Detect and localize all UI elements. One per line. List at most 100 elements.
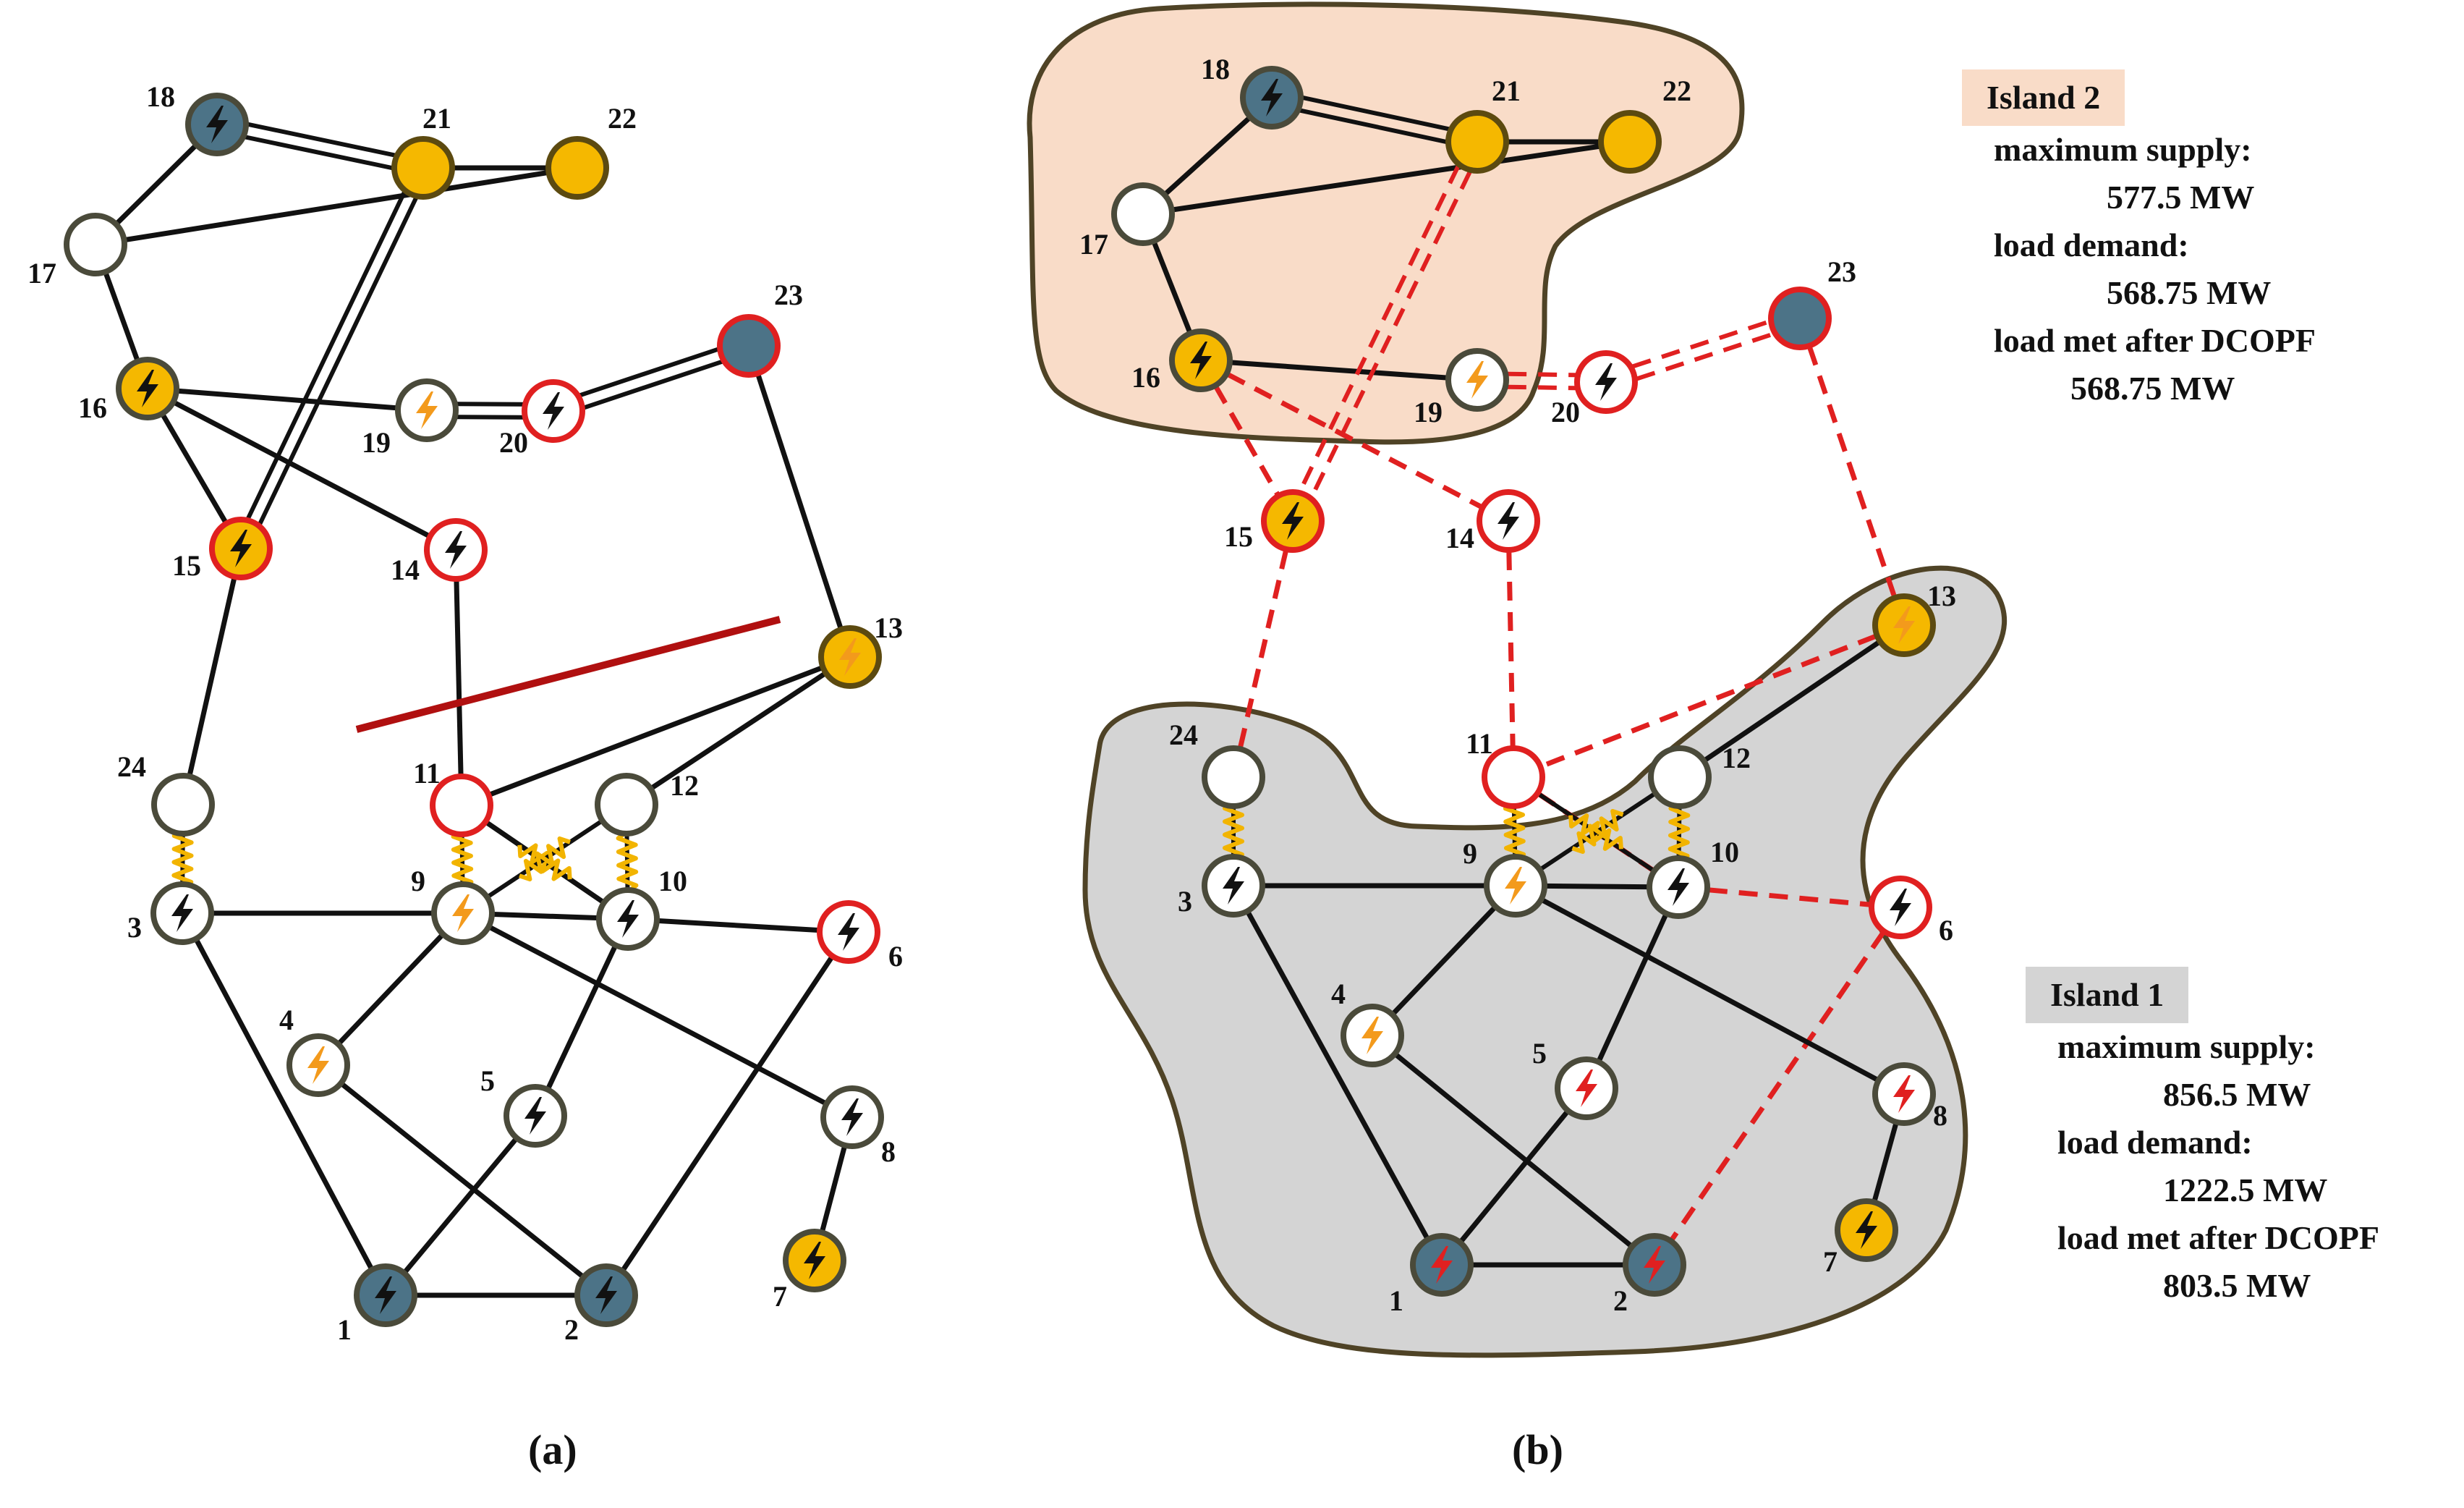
panel-a-bus-6-label: 6 [888,940,903,973]
island-2-badge: Island 2 [1962,69,2125,126]
panel-a-bus-8-label: 8 [881,1135,896,1168]
panel-b-bus-12-label: 12 [1722,742,1751,774]
panel-b-bus-19-label: 19 [1414,396,1443,428]
panel-b-bus-22-label: 22 [1662,75,1691,107]
panel-a-bus-4-label: 4 [279,1004,294,1036]
panel-a-bus-20: 20 [499,382,582,459]
panel-b-bus-3-label: 3 [1178,885,1192,918]
island-1-load-demand-value: 1222.5 MW [2026,1166,2379,1214]
caption-b: (b) [1512,1426,1563,1474]
panel-a-line-21-15 [235,165,429,551]
panel-a-line-14-11 [456,550,462,805]
panel-b-bus-22-node [1601,113,1659,171]
island-1-info: Island 1 maximum supply: 856.5 MW load d… [2026,967,2379,1310]
panel-b-bus-13-label: 13 [1927,580,1956,612]
panel-b-line-14-11 [1508,521,1513,777]
panel-a-bus-14-label: 14 [391,554,420,586]
panel-b-bus-11: 11 [1466,727,1542,806]
panel-a-bus-21-node [394,139,452,197]
panel-a-bus-11: 11 [413,757,490,834]
panel-a-cut-line [357,619,780,729]
panel-a-bus-24-label: 24 [117,750,146,783]
panel-a-bus-2-label: 2 [564,1313,579,1346]
panel-a-bus-10: 10 [599,865,687,948]
panel-a-bus-6: 6 [820,903,903,973]
panel-a-bus-20-label: 20 [499,426,528,459]
panel-a-bus-12-node [598,776,655,834]
panel-a-bus-7-label: 7 [773,1280,787,1313]
panel-b-bus-1-label: 1 [1389,1284,1403,1317]
panel-b-bus-11-label: 11 [1466,727,1493,760]
panel-b-bus-24-node [1205,748,1262,806]
panel-a-bus-19: 19 [362,381,456,459]
panel-a-bus-1: 1 [337,1266,415,1346]
island-1-load-met-label: load met after DCOPF [2026,1214,2379,1262]
panel-a-line-17-22 [95,168,577,245]
island-1-load-demand-label: load demand: [2026,1119,2379,1166]
panel-b-bus-2-label: 2 [1613,1284,1628,1317]
panel-a-bus-13: 13 [821,611,903,686]
panel-a-bus-23: 23 [720,279,803,375]
panel-a-line-10-6 [628,919,849,932]
island-2-load-demand-value: 568.75 MW [1962,269,2316,317]
panel-b-line-23-13 [1800,318,1904,625]
panel-b-bus-4-label: 4 [1331,978,1346,1010]
panel-a-bus-7: 7 [773,1232,844,1313]
panel-a-bus-4: 4 [279,1004,347,1094]
panel-a-bus-16-label: 16 [78,391,107,424]
panel-a-bus-17-node [67,216,124,274]
panel-a-bus-23-node [720,317,778,375]
panel-b-bus-15: 15 [1224,492,1322,553]
island-2-info: Island 2 maximum supply: 577.5 MW load d… [1962,69,2316,412]
panel-b-bus-23-label: 23 [1827,255,1856,288]
island-1-max-supply-value: 856.5 MW [2026,1071,2379,1119]
island-2-load-met-value: 568.75 MW [1962,365,2316,412]
panel-b-bus-21-label: 21 [1492,75,1521,107]
panel-a-bus-15: 15 [172,520,270,582]
panel-b-bus-11-node [1484,748,1542,806]
panel-a-bus-23-label: 23 [774,279,803,311]
panel-a-bus-24-node [154,776,212,834]
island-1-badge: Island 1 [2026,967,2188,1023]
panel-b-bus-9-label: 9 [1463,837,1477,870]
panel-b-bus-17-label: 17 [1079,228,1108,260]
panel-a-bus-5-label: 5 [480,1064,495,1097]
panel-a-line-21-15-rail-2 [247,171,429,551]
island-1-load-met-value: 803.5 MW [2026,1262,2379,1310]
panel-b-bus-14-label: 14 [1445,522,1474,554]
panel-b-bus-17-node [1114,185,1172,243]
panel-a-transformer-12-10-coil [619,831,637,892]
panel-a-bus-24: 24 [117,750,212,834]
island-1-max-supply-label: maximum supply: [2026,1023,2379,1071]
panel-b-bus-20: 20 [1551,353,1635,428]
panel-a-line-23-13 [749,346,850,657]
panel-b-bus-15-label: 15 [1224,520,1253,553]
panel-b-bus-6-label: 6 [1939,914,1953,946]
panel-a-bus-12: 12 [598,769,699,834]
panel-a-transformer-12-10 [619,831,637,892]
island-2-load-met-label: load met after DCOPF [1962,317,2316,365]
panel-a-bus-22: 22 [548,102,637,197]
panel-b-bus-5-label: 5 [1532,1037,1547,1069]
panel-a-bus-16: 16 [78,360,177,424]
panel-a-bus-9-label: 9 [411,865,425,897]
panel-a-bus-21-label: 21 [422,102,451,135]
panel-b-bus-12-node [1651,748,1709,806]
cut-line [357,619,780,729]
panel-a-bus-2: 2 [564,1266,635,1346]
panel-a-bus-19-label: 19 [362,426,391,459]
panel-a-bus-11-node [433,776,490,834]
panel-b-bus-14: 14 [1445,492,1537,554]
panel-a-line-16-19 [148,389,427,410]
panel-a-bus-18: 18 [146,80,246,153]
island-2-max-supply-value: 577.5 MW [1962,174,2316,221]
panel-b-bus-8-label: 8 [1933,1099,1947,1132]
panel-a-bus-8: 8 [823,1088,896,1168]
panel-b-bus-24-label: 24 [1169,719,1198,751]
panel-a-transformer-24-3 [174,829,191,889]
panel-a-bus-9: 9 [411,865,492,942]
panel-a-transformer-11-9-coil [454,830,472,889]
panel-b-bus-21-node [1448,113,1506,171]
caption-a: (a) [528,1426,577,1474]
